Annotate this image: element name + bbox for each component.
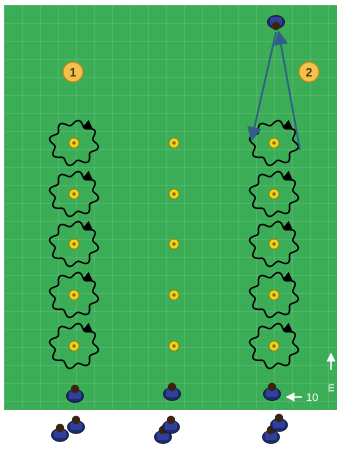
cone-icon: [69, 290, 79, 300]
direction-arrow: [286, 124, 291, 128]
player-icon: [67, 385, 84, 403]
group-2-badge: 2: [299, 62, 319, 82]
scale-label: m: [326, 384, 337, 392]
scale-indicator: m: [326, 354, 337, 392]
group-1-badge: 1: [63, 62, 83, 82]
direction-arrow: [86, 124, 91, 128]
cone-icon: [69, 341, 79, 351]
cone-icon: [169, 290, 179, 300]
cone-icon: [169, 341, 179, 351]
direction-arrow: [286, 225, 291, 229]
cone-icon: [269, 138, 279, 148]
direction-arrow: [86, 276, 91, 280]
cone-columns: [69, 138, 279, 351]
direction-arrow: [86, 225, 91, 229]
group-1-number: 1: [70, 66, 77, 80]
player-icon: [68, 416, 85, 434]
pass-arrow-up: [279, 34, 300, 150]
cone-icon: [169, 189, 179, 199]
player-icon: [271, 414, 288, 432]
cone-icon: [69, 239, 79, 249]
cone-icon: [269, 341, 279, 351]
player-icon: [52, 424, 69, 442]
cone-icon: [69, 189, 79, 199]
cone-icon: [169, 239, 179, 249]
player-icon: [164, 383, 181, 401]
direction-arrow: [286, 327, 291, 331]
cone-icon: [269, 239, 279, 249]
player-icon: [268, 16, 285, 31]
pass-arrow-down: [252, 32, 276, 138]
group-2-number: 2: [306, 66, 313, 80]
player-icon: [163, 416, 180, 434]
direction-arrow: [86, 327, 91, 331]
cone-icon: [269, 290, 279, 300]
distance-label: 10: [306, 392, 318, 404]
cone-icon: [269, 189, 279, 199]
direction-arrow: [86, 175, 91, 179]
cone-icon: [69, 138, 79, 148]
direction-arrow: [286, 276, 291, 280]
distance-indicator: 10: [287, 392, 318, 404]
player-icon: [264, 383, 281, 401]
direction-arrow: [286, 175, 291, 179]
cone-icon: [169, 138, 179, 148]
